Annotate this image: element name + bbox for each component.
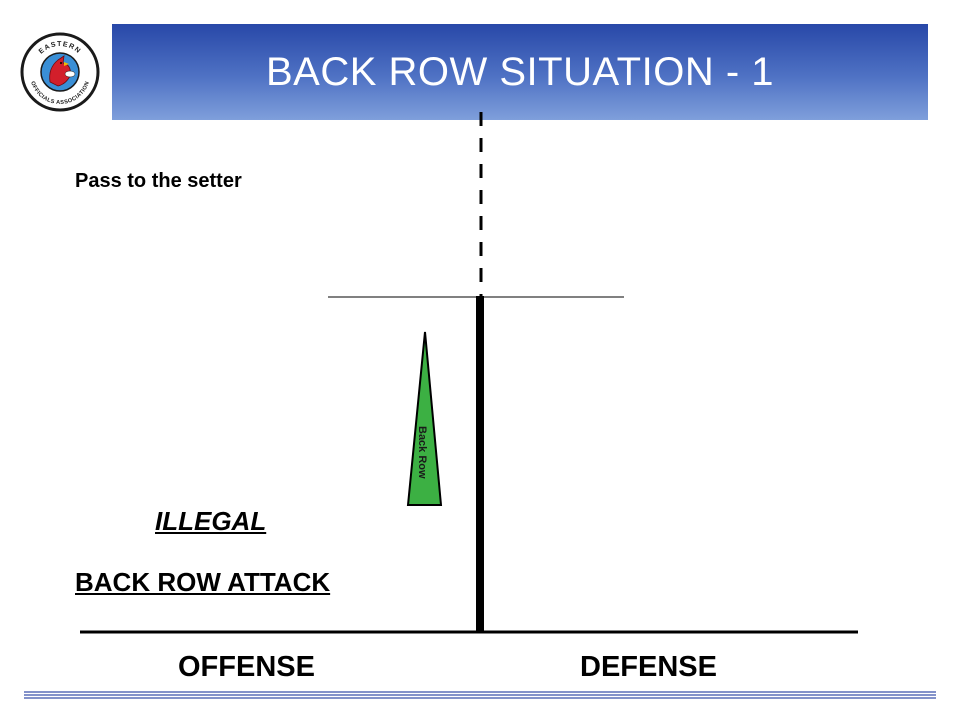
situation-note: Pass to the setter	[75, 170, 242, 192]
back-row-player-marker	[406, 331, 443, 506]
offense-label: OFFENSE	[178, 651, 315, 683]
page-title: BACK ROW SITUATION - 1	[265, 49, 775, 94]
footer-rule	[24, 691, 936, 699]
cardinal-bird-icon	[49, 55, 76, 87]
eastern-officials-logo: EASTERN OFFICIALS ASSOCIATION	[20, 32, 100, 112]
defense-label: DEFENSE	[580, 651, 717, 683]
violation-label: BACK ROW ATTACK	[75, 567, 331, 597]
title-bar: BACK ROW SITUATION - 1	[112, 24, 928, 120]
verdict-label: ILLEGAL	[155, 506, 267, 536]
back-row-marker-label: Back Row	[416, 426, 428, 479]
